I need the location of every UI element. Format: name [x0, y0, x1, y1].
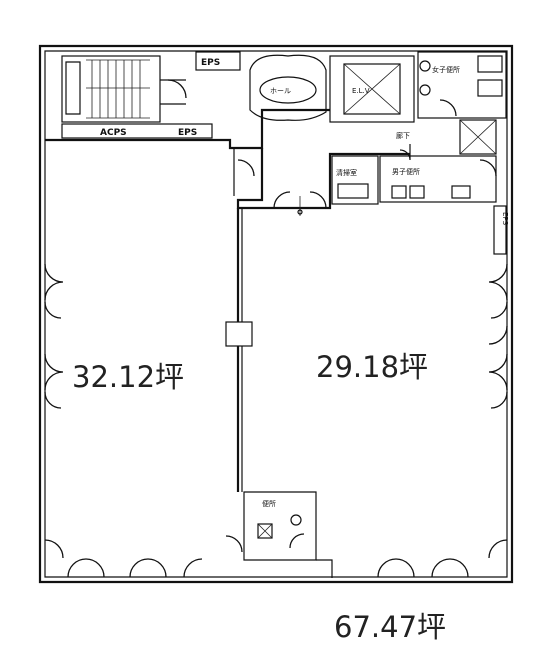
left-wall-doors	[44, 263, 64, 559]
corridor-label: 廊下	[396, 131, 410, 140]
acps-label: ACPS	[100, 128, 127, 138]
unit-partition	[225, 208, 253, 492]
right-wall-doors	[488, 263, 508, 559]
elevator-hall: ホール	[249, 54, 327, 121]
eps-right: EPS	[493, 205, 509, 255]
hall-label: ホール	[270, 87, 291, 95]
cleaning-room: 清掃室	[331, 155, 379, 205]
mens-wc: 廊下 男子便所	[379, 119, 497, 203]
bottom-wall-doors	[67, 558, 469, 578]
stairwell	[61, 55, 187, 123]
acps-strip: ACPS EPS	[61, 123, 213, 139]
eps-right-label: EPS	[501, 212, 509, 226]
elv-label: E.L.V	[352, 87, 370, 95]
eps-top-label: EPS	[201, 58, 220, 68]
outer-walls	[38, 44, 514, 584]
eps-top-room: EPS	[195, 51, 241, 71]
eps-mid-label: EPS	[178, 128, 197, 138]
elevator: E.L.V	[329, 55, 415, 123]
women-wc-label: 女子便所	[432, 65, 460, 74]
corridor-walls	[45, 108, 410, 216]
men-wc-label: 男子便所	[392, 167, 420, 176]
total-area: 67.47坪	[334, 610, 447, 644]
left-unit-area: 32.12坪	[72, 360, 185, 394]
womens-wc: 女子便所	[417, 51, 507, 119]
right-unit-area: 29.18坪	[316, 350, 429, 384]
bottom-wc-core: 便所	[225, 491, 333, 578]
wc-bottom-label: 便所	[262, 499, 276, 508]
cleaning-label: 清掃室	[336, 168, 357, 177]
